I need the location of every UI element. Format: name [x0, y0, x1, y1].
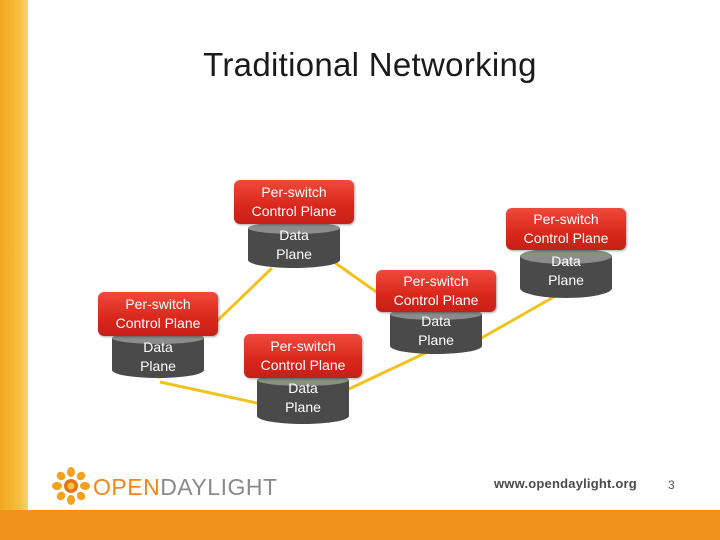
data-plane-label-line2: Plane	[140, 358, 176, 374]
control-plane-label-line2: Control Plane	[115, 315, 201, 331]
control-plane-label-line1: Per-switch	[270, 338, 336, 354]
control-plane-label-line1: Per-switch	[125, 296, 191, 312]
data-plane-label-line2: Plane	[548, 272, 584, 288]
data-plane-label-line2: Plane	[285, 399, 321, 415]
control-plane-label-line1: Per-switch	[533, 211, 599, 227]
link-n1-n5	[333, 260, 383, 298]
left-accent-bar	[0, 0, 28, 510]
opendaylight-logo: OPENDAYLIGHT	[52, 466, 277, 506]
website-url: www.opendaylight.org	[494, 476, 637, 491]
control-plane-label-line2: Control Plane	[260, 357, 346, 373]
data-plane-label-line1: Data	[288, 380, 318, 396]
data-plane-label-line2: Plane	[276, 246, 312, 262]
sunflower-icon	[52, 467, 90, 505]
control-plane-box: Per-switch Control Plane	[98, 292, 218, 336]
control-plane-box: Per-switch Control Plane	[506, 208, 626, 250]
control-plane-box: Per-switch Control Plane	[244, 334, 362, 378]
control-plane-box: Per-switch Control Plane	[376, 270, 496, 312]
control-plane-label-line2: Control Plane	[251, 203, 337, 219]
logo-text-daylight: DAYLIGHT	[160, 474, 278, 500]
control-plane-label-line2: Control Plane	[393, 292, 479, 308]
data-plane-label-line1: Data	[421, 313, 451, 329]
logo-wordmark: OPENDAYLIGHT	[93, 474, 278, 501]
control-plane-box: Per-switch Control Plane	[234, 180, 354, 224]
control-plane-label-line1: Per-switch	[403, 273, 469, 289]
data-plane-label-line1: Data	[279, 227, 309, 243]
data-plane-label-line1: Data	[143, 339, 173, 355]
data-plane-label-line2: Plane	[418, 332, 454, 348]
data-plane-label-line1: Data	[551, 253, 581, 269]
control-plane-label-line1: Per-switch	[261, 184, 327, 200]
page-number: 3	[668, 478, 675, 492]
control-plane-label-line2: Control Plane	[523, 230, 609, 246]
link-n4-n5	[477, 288, 567, 342]
bottom-accent-bar	[0, 510, 720, 540]
slide-title: Traditional Networking	[203, 46, 537, 83]
logo-text-open: OPEN	[93, 474, 161, 500]
